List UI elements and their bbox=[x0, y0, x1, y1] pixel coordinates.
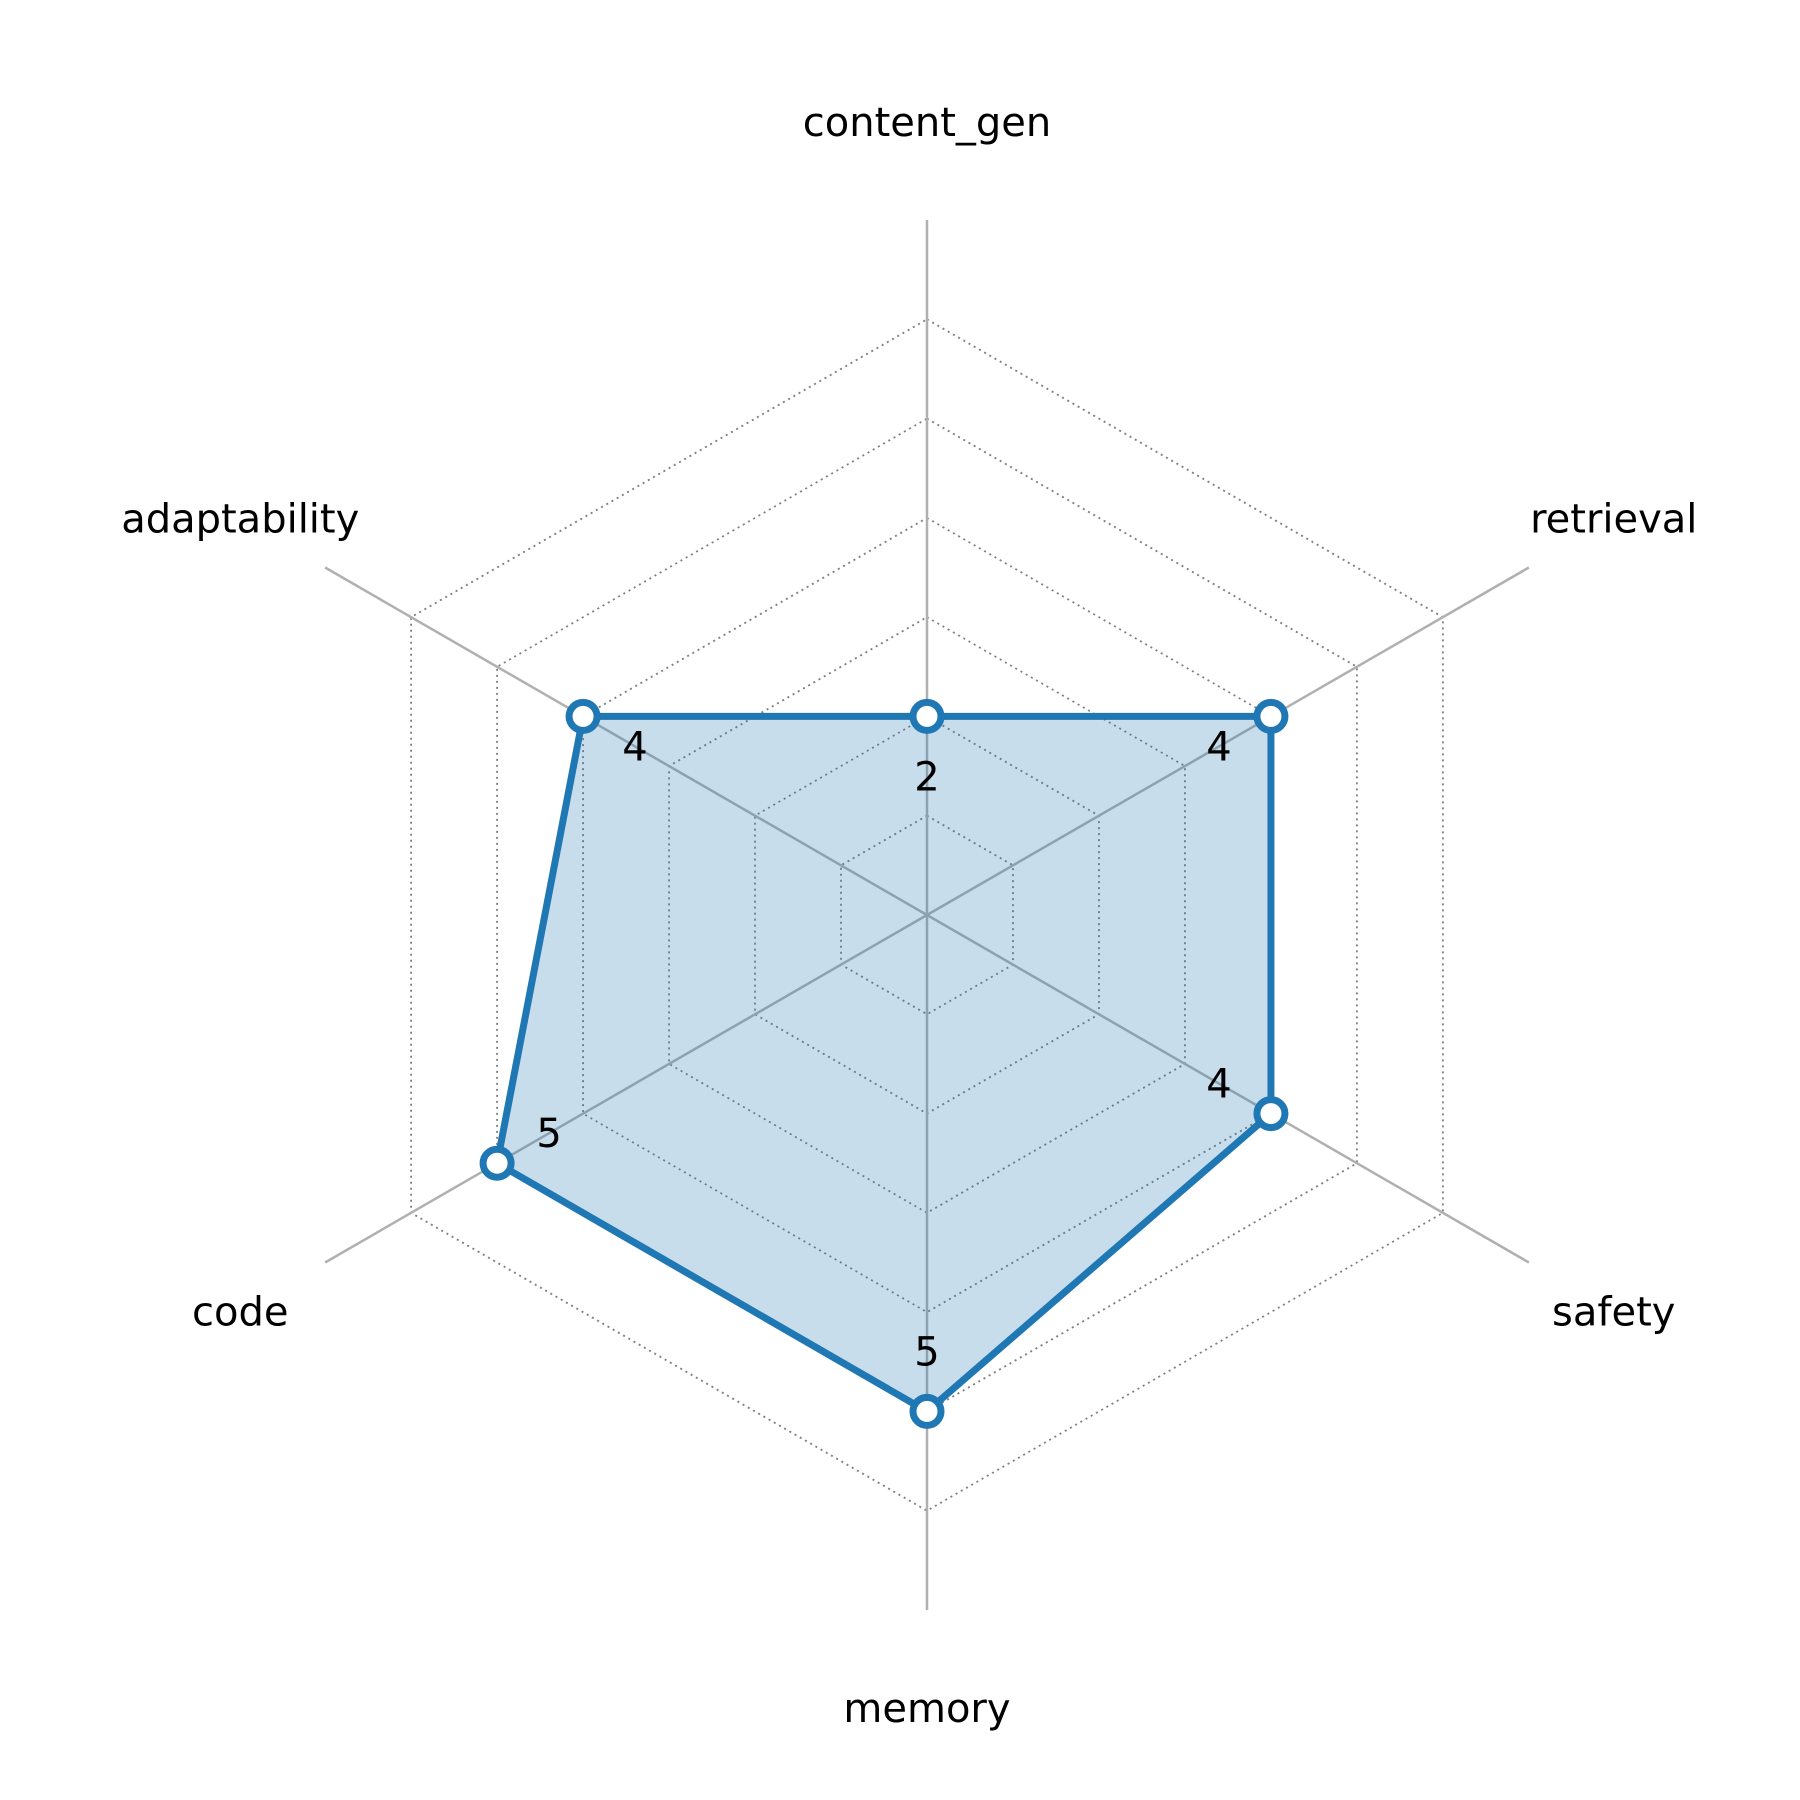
axis-label-content_gen: content_gen bbox=[803, 100, 1052, 146]
axis-spokes bbox=[324, 220, 1530, 1610]
data-point-content_gen bbox=[909, 698, 945, 734]
value-label-code: 5 bbox=[536, 1111, 561, 1157]
axis-label-safety: safety bbox=[1552, 1290, 1675, 1336]
value-label-adaptability: 4 bbox=[622, 724, 647, 770]
data-area bbox=[493, 712, 1275, 1415]
data-point-adaptability bbox=[565, 698, 601, 734]
axis-labels: content_gen retrieval safety memory code adap… bbox=[121, 100, 1697, 1732]
axis-spoke-safety bbox=[926, 913, 1530, 1264]
axis-spoke-code bbox=[324, 913, 928, 1264]
data-point-code bbox=[479, 1145, 515, 1181]
series-polygon bbox=[493, 712, 1275, 1415]
data-point-safety bbox=[1253, 1096, 1289, 1132]
value-label-retrieval: 4 bbox=[1206, 724, 1231, 770]
axis-spoke-adaptability bbox=[324, 566, 928, 917]
data-point-retrieval bbox=[1253, 698, 1289, 734]
axis-spoke-retrieval bbox=[926, 566, 1530, 917]
value-label-content_gen: 2 bbox=[914, 754, 939, 800]
data-point-memory bbox=[909, 1393, 945, 1429]
value-label-safety: 4 bbox=[1206, 1062, 1231, 1108]
axis-label-memory: memory bbox=[843, 1686, 1010, 1732]
data-markers bbox=[479, 698, 1289, 1429]
axis-label-adaptability: adaptability bbox=[121, 497, 359, 543]
value-labels: 2 4 4 5 5 4 bbox=[536, 724, 1231, 1375]
axis-label-retrieval: retrieval bbox=[1530, 497, 1697, 543]
value-label-memory: 5 bbox=[914, 1329, 939, 1375]
axis-label-code: code bbox=[192, 1290, 288, 1336]
